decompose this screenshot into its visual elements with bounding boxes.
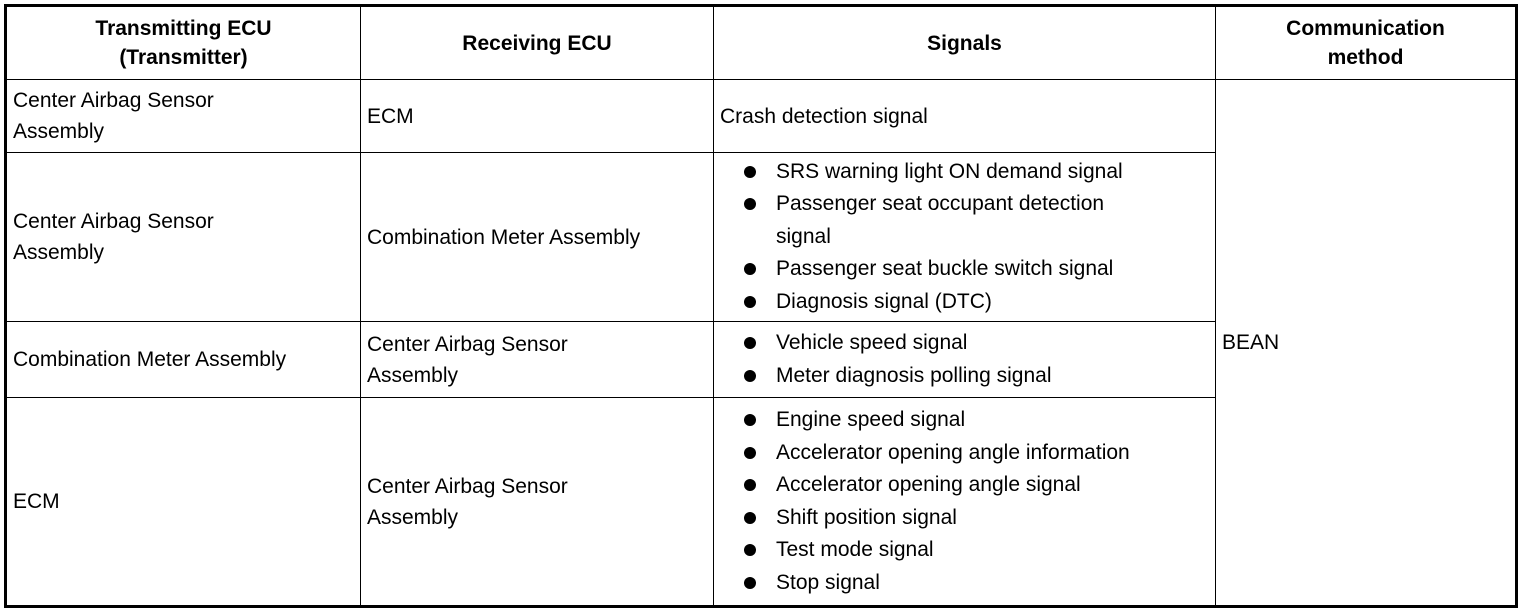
signals-cell: Engine speed signal Accelerator opening … [713,397,1216,607]
receiver-cell: Center Airbag Sensor Assembly [360,397,714,607]
signal-item: Vehicle speed signal [720,327,1209,360]
bullet-icon [744,544,756,556]
receiver-line: Center Airbag Sensor [367,332,568,356]
bullet-icon [744,165,756,178]
table-row: Center Airbag Sensor Assembly Combinatio… [5,152,1517,322]
signal-text: Crash detection signal [720,104,928,128]
signal-item: Stop signal [720,567,1209,600]
communication-table: Transmitting ECU (Transmitter) Receiving… [4,4,1518,608]
bullet-icon [744,479,756,491]
transmitter-line: ECM [13,490,60,513]
communication-method-cell: BEAN [1215,79,1517,607]
receiver-line: Assembly [367,363,459,387]
header-communication-method: Communication method [1215,5,1517,80]
table-row: Combination Meter Assembly Center Airbag… [5,321,1517,398]
bullet-icon [744,414,756,426]
signals-cell: Vehicle speed signal Meter diagnosis pol… [713,321,1216,398]
bullet-icon [744,337,756,349]
header-line: Receiving ECU [462,31,612,55]
signal-item: Diagnosis signal (DTC) [720,286,1209,319]
header-transmitting-ecu: Transmitting ECU (Transmitter) [5,5,361,80]
transmitter-cell: Combination Meter Assembly [5,321,361,398]
transmitter-cell: Center Airbag Sensor Assembly [5,79,361,153]
receiver-cell: ECM [360,79,714,153]
transmitter-line: Assembly [13,120,105,143]
bullet-icon [744,263,756,276]
signal-item: Test mode signal [720,534,1209,567]
signal-item: Engine speed signal [720,404,1209,437]
signal-list: Engine speed signal Accelerator opening … [720,404,1209,599]
signal-item: SRS warning light ON demand signal [720,156,1209,189]
receiver-line: Center Airbag Sensor [367,474,568,498]
bullet-icon [744,198,756,211]
receiver-line: Assembly [367,505,459,529]
receiver-line: ECM [367,104,414,128]
bullet-icon [744,369,756,382]
signal-item: Meter diagnosis polling signal [720,360,1209,393]
transmitter-cell: ECM [5,397,361,607]
signal-item: Passenger seat buckle switch signal [720,253,1209,286]
bullet-icon [744,511,756,524]
header-line: Signals [927,31,1002,55]
bullet-icon [744,295,756,308]
signal-list: Vehicle speed signal Meter diagnosis pol… [720,327,1209,392]
signals-cell: SRS warning light ON demand signal Passe… [713,152,1216,322]
header-row: Transmitting ECU (Transmitter) Receiving… [5,5,1517,80]
receiver-cell: Center Airbag Sensor Assembly [360,321,714,398]
table-row: ECM Center Airbag Sensor Assembly Engine… [5,397,1517,607]
signal-item: Accelerator opening angle information [720,437,1209,470]
header-receiving-ecu: Receiving ECU [360,5,714,80]
header-line: Transmitting ECU [95,17,272,40]
transmitter-cell: Center Airbag Sensor Assembly [5,152,361,322]
signals-cell: Crash detection signal [713,79,1216,153]
signal-item: Accelerator opening angle signal [720,469,1209,502]
header-line: method [1327,46,1404,69]
header-line: Communication [1286,17,1445,40]
bullet-icon [744,446,756,459]
transmitter-line: Assembly [13,241,105,264]
table-row: Center Airbag Sensor Assembly ECM Crash … [5,79,1517,607]
signal-item: Shift position signal [720,502,1209,535]
transmitter-line: Combination Meter Assembly [13,348,287,371]
header-line: (Transmitter) [119,46,248,69]
receiver-line: Combination Meter Assembly [367,225,641,249]
bullet-icon [744,576,756,589]
transmitter-line: Center Airbag Sensor [13,89,214,112]
receiver-cell: Combination Meter Assembly [360,152,714,322]
signal-list: SRS warning light ON demand signal Passe… [720,156,1209,319]
transmitter-line: Center Airbag Sensor [13,210,214,233]
header-signals: Signals [713,5,1216,80]
communication-method-value: BEAN [1222,331,1280,354]
